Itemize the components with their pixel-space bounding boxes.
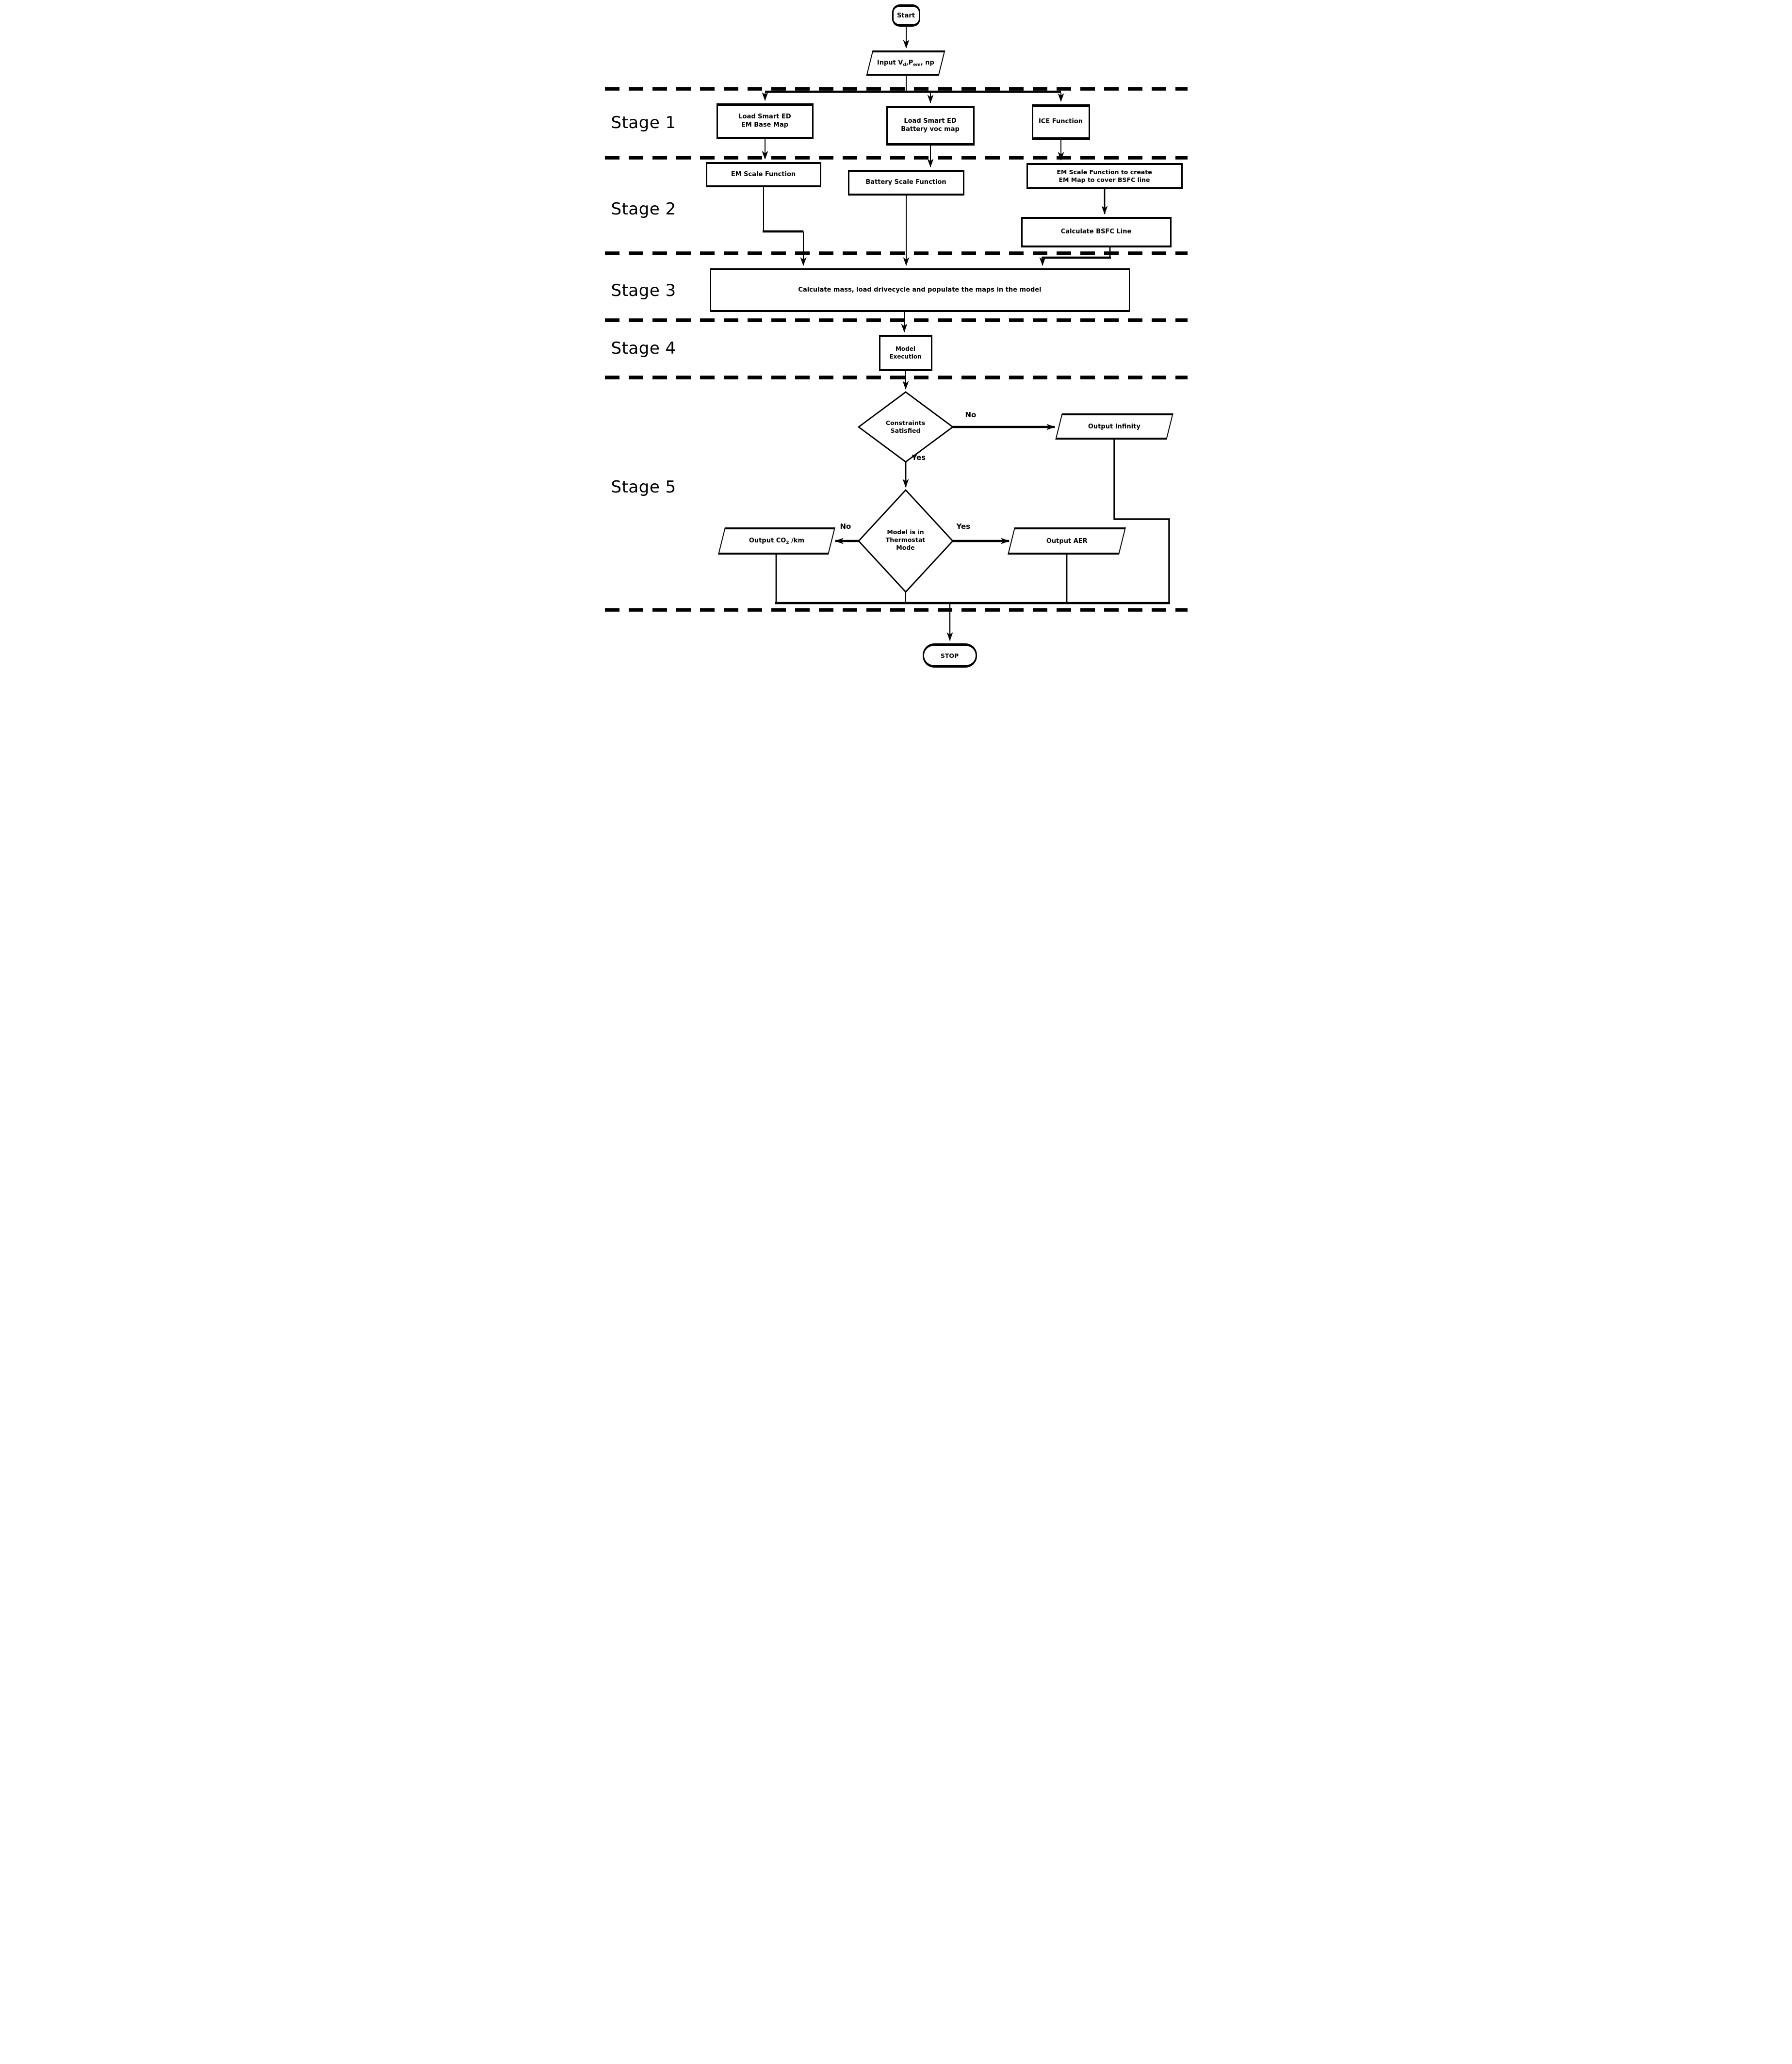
thermostat-yes-label: Yes [956,522,971,531]
flowchart-canvas: Stage 1 Stage 2 Stage 3 Stage 4 Stage 5 … [597,0,1195,688]
thermostat-no-label: No [840,522,851,531]
em-scale-create-node: EM Scale Function to create EM Map to co… [1026,163,1183,189]
stage3-process-label: Calculate mass, load drivecycle and popu… [798,286,1042,294]
constraints-no-label: No [965,410,977,419]
em-scale-create-label: EM Scale Function to create EM Map to co… [1057,168,1152,183]
connector-layer [604,27,1188,641]
calculate-bsfc-line-label: Calculate BSFC Line [1060,228,1132,236]
output-aer-label: Output AER [1046,537,1087,545]
input-node: Input Vd,Pem, np [866,50,945,76]
constraints-diamond-shape [857,391,954,463]
em-scale-function-label: EM Scale Function [731,170,796,178]
constraints-diamond-label: Constraints Satisfied [885,419,926,434]
load-battery-voc-map-label: Load Smart ED Battery voc map [901,117,960,133]
output-co2-node: Output CO2 /km [717,527,835,555]
output-aer-node: Output AER [1007,527,1126,555]
output-co2-label: Output CO2 /km [749,537,804,545]
thermostat-diamond-shape [857,489,954,593]
load-em-base-map-node: Load Smart ED EM Base Map [716,103,814,139]
calculate-bsfc-line-node: Calculate BSFC Line [1021,217,1172,247]
output-infinity-label: Output Infinity [1088,423,1140,430]
start-node: Start [892,4,920,27]
model-execution-label: Model Execution [889,345,922,360]
stage-label-1: Stage 1 [611,113,676,132]
ice-function-node: ICE Function [1031,104,1090,140]
stage-label-2: Stage 2 [611,199,676,219]
edge-infinity-return [1113,440,1170,603]
stage-label-4: Stage 4 [611,339,676,358]
stop-label: STOP [940,652,959,659]
load-battery-voc-map-node: Load Smart ED Battery voc map [886,106,975,146]
load-em-base-map-label: Load Smart ED EM Base Map [738,113,791,129]
start-label: Start [897,12,915,19]
stage3-process-node: Calculate mass, load drivecycle and popu… [710,268,1130,312]
stage-label-3: Stage 3 [611,281,676,300]
ice-function-label: ICE Function [1038,118,1083,126]
output-infinity-node: Output Infinity [1055,413,1173,440]
battery-scale-function-node: Battery Scale Function [847,170,964,196]
model-execution-node: Model Execution [879,335,932,371]
stage-label-5: Stage 5 [611,477,676,497]
constraints-yes-label: Yes [912,453,926,462]
em-scale-function-node: EM Scale Function [705,162,821,187]
input-label: Input Vd,Pem, np [877,59,934,67]
battery-scale-function-label: Battery Scale Function [865,179,946,186]
thermostat-diamond-label: Model is in Thermostat Mode [885,528,926,551]
stop-node: STOP [922,643,977,668]
